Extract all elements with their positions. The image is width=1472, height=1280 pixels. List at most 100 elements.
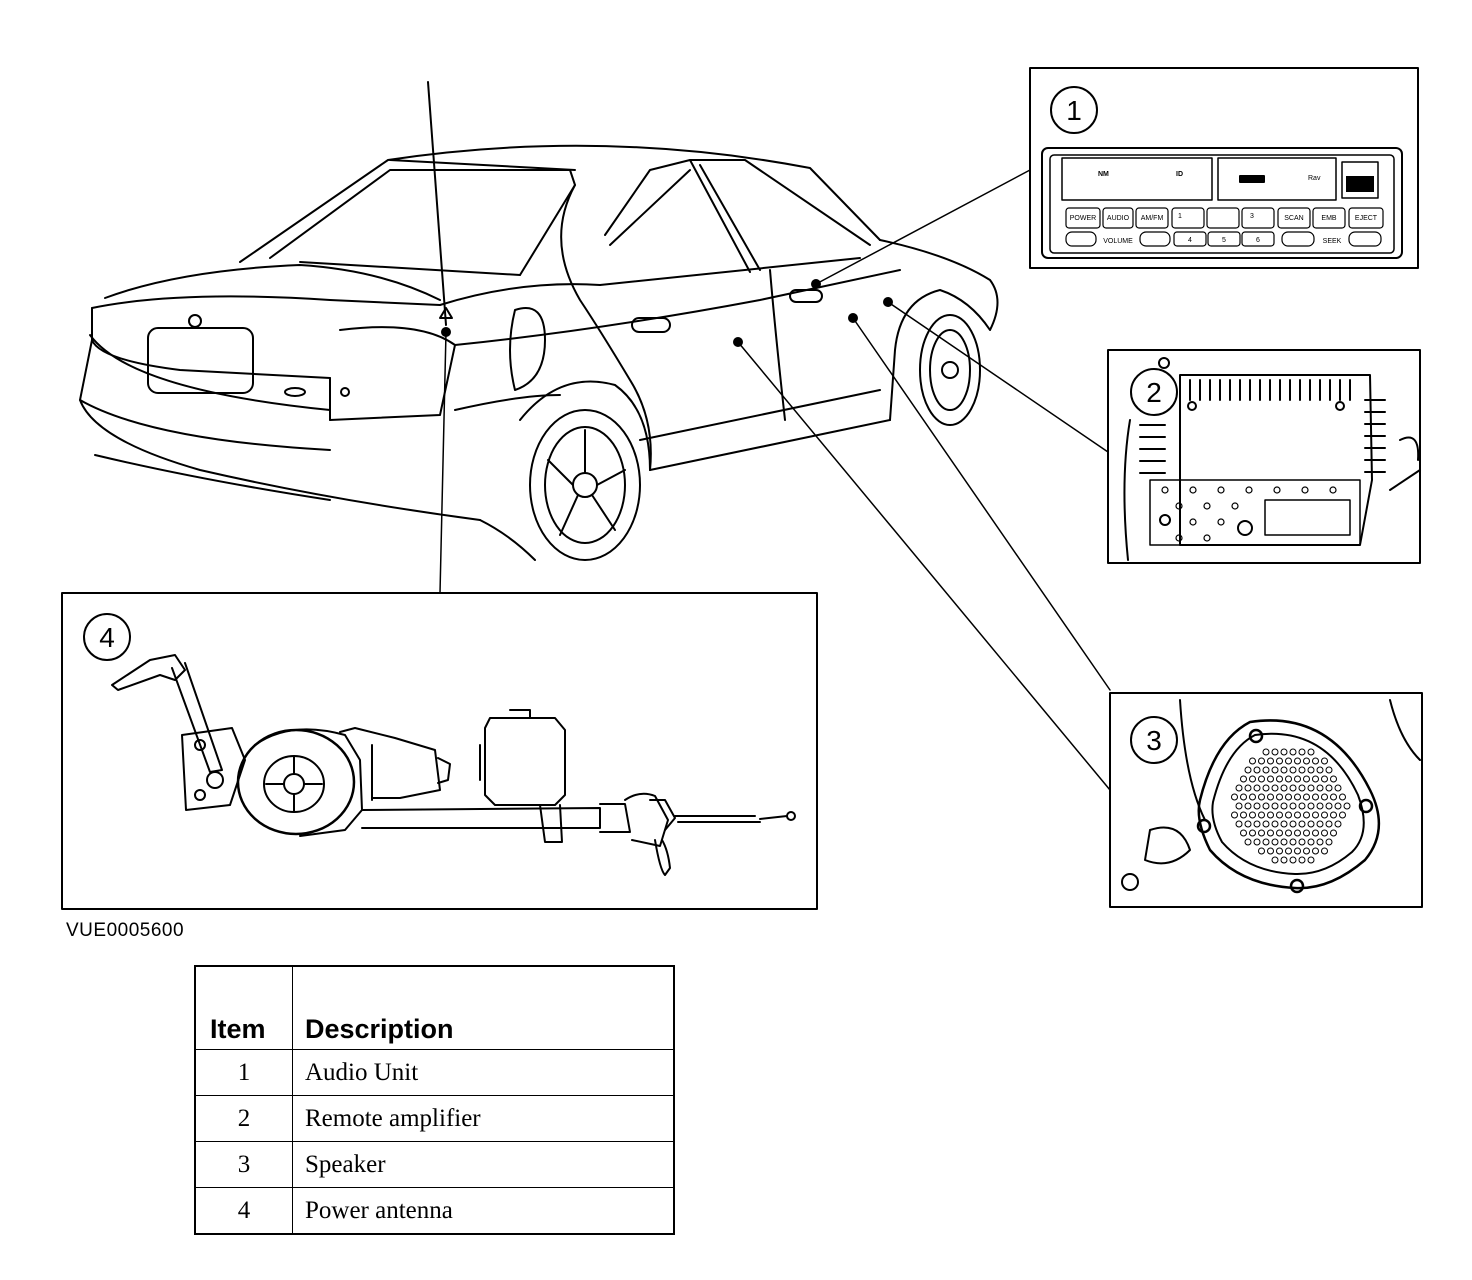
grille-hole	[1307, 784, 1315, 792]
grille-hole	[1312, 775, 1319, 783]
radio-top-buttons	[1065, 207, 1384, 229]
leader-lines	[439, 169, 1111, 791]
grille-hole	[1267, 757, 1274, 765]
callout-3: 3	[1146, 725, 1162, 756]
grille-hole	[1285, 811, 1292, 819]
btn-preset6-label: 6	[1256, 237, 1260, 244]
grille-hole	[1271, 838, 1279, 846]
grille-hole	[1280, 838, 1288, 846]
legend-header-description: Description	[292, 965, 675, 1050]
btn-preset1-label: 1	[1178, 213, 1182, 220]
legend-item-description: Power antenna	[292, 1187, 675, 1235]
grille-hole	[1303, 847, 1310, 855]
grille-hole	[1253, 838, 1261, 846]
speaker-panel: 3	[1109, 692, 1423, 908]
amplifier-panel: 2	[1107, 349, 1421, 564]
grille-hole	[1276, 757, 1283, 765]
btn-preset4-label: 4	[1188, 237, 1192, 244]
grille-hole	[1303, 829, 1310, 837]
grille-hole	[1276, 847, 1283, 855]
legend-item-number: 2	[194, 1095, 293, 1142]
grille-hole	[1258, 847, 1265, 855]
grille-hole	[1280, 784, 1288, 792]
radio-display-left: NM	[1098, 171, 1109, 178]
grille-hole	[1307, 820, 1315, 828]
grille-hole	[1271, 784, 1279, 792]
grille-hole	[1235, 802, 1243, 810]
audio-unit-panel: 1 NM ID Rav POWER AUDIO AM/FM 1 3	[1029, 67, 1419, 269]
grille-hole	[1321, 757, 1328, 765]
callout-2: 2	[1146, 377, 1162, 408]
btn-scan-label: SCAN	[1284, 215, 1303, 222]
grille-hole	[1289, 820, 1297, 828]
btn-audio-label: AUDIO	[1107, 215, 1130, 222]
grille-hole	[1312, 757, 1319, 765]
grille-hole	[1240, 775, 1247, 783]
grille-hole	[1294, 757, 1301, 765]
grille-hole	[1321, 793, 1328, 801]
grille-hole	[1325, 802, 1333, 810]
grille-hole	[1285, 847, 1292, 855]
legend-item-description: Remote amplifier	[292, 1095, 675, 1142]
grille-hole	[1289, 838, 1297, 846]
grille-hole	[1294, 811, 1301, 819]
grille-hole	[1312, 793, 1319, 801]
btn-power-label: POWER	[1070, 215, 1096, 222]
grille-hole	[1330, 793, 1337, 801]
grille-hole	[1267, 811, 1274, 819]
grille-hole	[1321, 847, 1328, 855]
grille-hole	[1258, 775, 1265, 783]
grille-hole	[1334, 784, 1342, 792]
grille-hole	[1298, 748, 1306, 756]
grille-hole	[1289, 784, 1297, 792]
table-row: 3 Speaker	[194, 1141, 675, 1188]
table-row: 2 Remote amplifier	[194, 1095, 675, 1142]
grille-hole	[1231, 793, 1238, 801]
table-row: 4 Power antenna	[194, 1187, 675, 1235]
grille-hole	[1276, 811, 1283, 819]
grille-hole	[1298, 784, 1306, 792]
legend-item-number: 3	[194, 1141, 293, 1188]
grille-hole	[1307, 766, 1315, 774]
grille-hole	[1244, 802, 1252, 810]
grille-hole	[1249, 793, 1256, 801]
grille-hole	[1303, 775, 1310, 783]
grille-hole	[1271, 802, 1279, 810]
grille-hole	[1289, 856, 1297, 864]
grille-hole	[1280, 856, 1288, 864]
grille-hole	[1303, 811, 1310, 819]
grille-hole	[1271, 766, 1279, 774]
grille-hole	[1307, 838, 1315, 846]
grille-hole	[1262, 784, 1270, 792]
grille-hole	[1298, 856, 1306, 864]
btn-amfm-label: AM/FM	[1141, 215, 1164, 222]
grille-hole	[1249, 775, 1256, 783]
grille-hole	[1289, 766, 1297, 774]
grille-hole	[1298, 820, 1306, 828]
btn-emb-label: EMB	[1321, 215, 1337, 222]
antenna-panel: 4	[61, 592, 818, 910]
grille-hole	[1276, 793, 1283, 801]
btn-preset5-label: 5	[1222, 237, 1226, 244]
grille-hole	[1262, 748, 1270, 756]
grille-hole	[1262, 802, 1270, 810]
grille-hole	[1262, 766, 1270, 774]
grille-hole	[1285, 829, 1292, 837]
grille-hole	[1298, 766, 1306, 774]
legend-item-description: Audio Unit	[292, 1049, 675, 1096]
grille-hole	[1258, 793, 1265, 801]
grille-hole	[1325, 838, 1333, 846]
grille-hole	[1249, 757, 1256, 765]
grille-hole	[1240, 793, 1247, 801]
grille-hole	[1307, 856, 1315, 864]
grille-hole	[1303, 793, 1310, 801]
grille-hole	[1244, 784, 1252, 792]
grille-hole	[1258, 811, 1265, 819]
grille-hole	[1294, 775, 1301, 783]
grille-hole	[1244, 838, 1252, 846]
grille-hole	[1339, 793, 1346, 801]
grille-hole	[1289, 748, 1297, 756]
grille-hole	[1235, 820, 1243, 828]
grille-hole	[1271, 856, 1279, 864]
